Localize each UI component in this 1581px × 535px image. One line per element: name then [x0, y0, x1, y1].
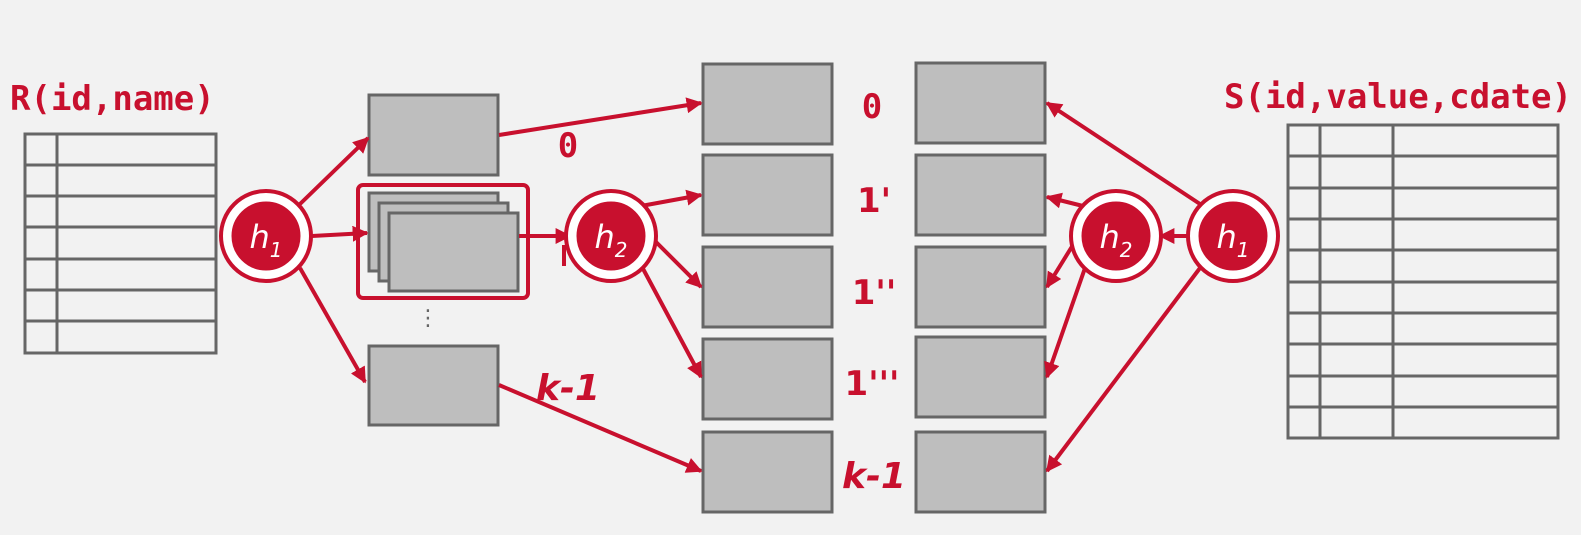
arrow-right-h1-to-s-0	[1045, 101, 1202, 206]
hash-node-h2-right: h2	[1069, 189, 1163, 283]
partition-box-center-s-k-1	[914, 430, 1047, 514]
label-left-0: 0	[558, 126, 578, 166]
hash-node-h2-center: h2	[564, 189, 658, 283]
ellipsis-icon: ⋮	[417, 306, 439, 331]
svg-text:h2: h2	[1099, 218, 1132, 262]
table-s	[1286, 123, 1560, 440]
label-left-k-1: k-1	[536, 368, 600, 409]
hash-node-h1-right: h1	[1186, 189, 1280, 283]
partition-box-center-r-1ppp	[701, 337, 834, 421]
label-center-1p: 1'	[857, 181, 891, 221]
partition-box-center-s-1ppp	[914, 335, 1047, 419]
label-center-1ppp: 1'''	[845, 364, 900, 404]
arrow-left-k-1-to-center-k-1	[498, 383, 703, 473]
label-center-0: 0	[862, 87, 882, 127]
arrow-right-h2-to-s-1ppp	[1044, 267, 1087, 379]
partition-box-left-k-1	[367, 344, 500, 427]
arrow-right-h2-to-s-1p	[1045, 192, 1084, 209]
arrow-left-0-to-center-0	[498, 97, 703, 137]
arrow-h2-to-center-1p	[640, 189, 703, 208]
hash-node-h1-left: h1	[219, 189, 313, 283]
partition-box-center-s-1p	[914, 153, 1047, 237]
arrow-right-h1-to-s-k-1	[1045, 266, 1202, 473]
partition-box-center-r-1p	[701, 153, 834, 237]
partition-box-center-r-0	[701, 62, 834, 146]
arrow-h2-to-center-1pp	[650, 236, 703, 289]
partition-box-left-0	[367, 93, 500, 177]
relation-s-title: S(id,value,cdate)	[1224, 77, 1572, 117]
label-center-k-1: k-1	[842, 456, 906, 497]
arrow-h2-to-center-1ppp	[639, 264, 703, 379]
svg-text:h1: h1	[249, 218, 282, 262]
arrow-h1-to-left-0	[298, 136, 370, 206]
svg-text:h2: h2	[594, 218, 627, 262]
table-r	[23, 132, 218, 355]
relation-r-title: R(id,name)	[10, 79, 215, 119]
partition-box-center-s-0	[914, 61, 1047, 145]
partition-box-center-s-1pp	[914, 245, 1047, 329]
partition-box-center-r-k-1	[701, 430, 834, 514]
partition-box-left-1-c	[387, 211, 520, 293]
partition-box-center-r-1pp	[701, 245, 834, 329]
label-center-1pp: 1''	[852, 273, 896, 313]
svg-text:h1: h1	[1216, 218, 1249, 262]
arrow-h1-to-left-k-1	[298, 267, 367, 384]
arrow-h1-to-left-1	[311, 225, 369, 242]
